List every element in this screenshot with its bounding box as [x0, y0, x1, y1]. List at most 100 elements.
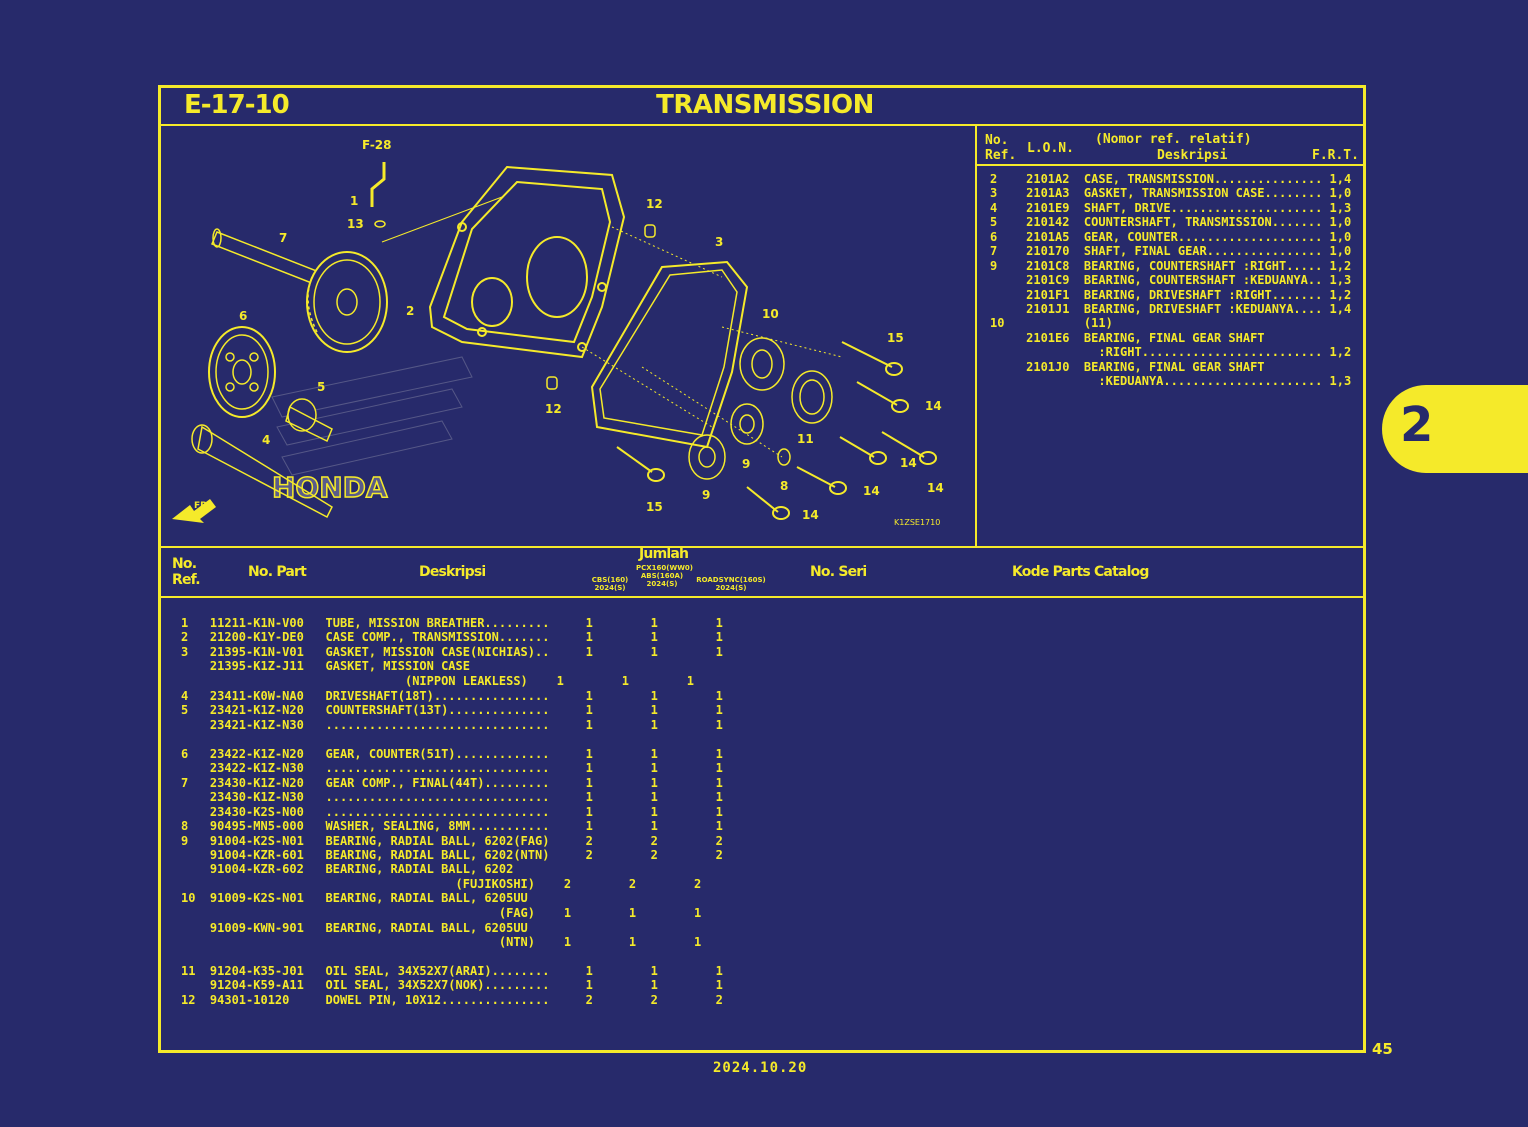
- lon-row: 2101E6 BEARING, FINAL GEAR SHAFT: [990, 331, 1265, 345]
- parts-header-part: No. Part: [248, 564, 307, 580]
- callout-11: 11: [797, 432, 814, 446]
- lon-row: 4 2101E9 SHAFT, DRIVE...................…: [990, 201, 1352, 215]
- table-row: (FAG) 1 1 1: [181, 906, 702, 920]
- parts-header-col1: CBS(160)2024(S): [591, 576, 629, 592]
- lon-row: 2101C9 BEARING, COUNTERSHAFT :KEDUANYA..…: [990, 273, 1352, 287]
- table-row: 9 91004-K2S-N01 BEARING, RADIAL BALL, 62…: [181, 834, 723, 848]
- callout-14e: 14: [802, 508, 819, 522]
- table-row: 8 90495-MN5-000 WASHER, SEALING, 8MM....…: [181, 819, 723, 833]
- parts-header-desc: Deskripsi: [419, 564, 486, 580]
- lon-row: 2101F1 BEARING, DRIVESHAFT :RIGHT.......…: [990, 288, 1352, 302]
- drive-shaft: [191, 424, 333, 519]
- callout-14: 14: [925, 399, 942, 413]
- fr-label: FR.: [194, 501, 211, 511]
- table-row: 5 23421-K1Z-N20 COUNTERSHAFT(13T).......…: [181, 703, 723, 717]
- lon-row: 2101J0 BEARING, FINAL GEAR SHAFT: [990, 360, 1265, 374]
- callout-12: 12: [646, 197, 663, 211]
- lon-row: 2 2101A2 CASE, TRANSMISSION.............…: [990, 172, 1352, 186]
- table-row: 91204-K59-A11 OIL SEAL, 34X52X7(NOK)....…: [181, 978, 723, 992]
- page-number: 45: [1372, 1040, 1393, 1058]
- page-title: TRANSMISSION: [656, 90, 874, 120]
- callout-9: 9: [742, 457, 750, 471]
- lon-header-frt: F.R.T.: [1312, 148, 1359, 163]
- callout-3: 3: [715, 235, 723, 249]
- callout-1: 1: [350, 194, 358, 208]
- table-row: 4 23411-K0W-NA0 DRIVESHAFT(18T).........…: [181, 689, 723, 703]
- parts-header-catalog: Kode Parts Catalog: [1012, 564, 1149, 580]
- parts-header-col2: PCX160(WW0)ABS(160A)2024(S): [636, 564, 693, 588]
- parts-header-jumlah: Jumlah: [639, 546, 689, 562]
- transmission-case: [428, 165, 626, 359]
- callout-5: 5: [317, 380, 325, 394]
- dowel-pin: [644, 224, 656, 238]
- table-row: 23421-K1Z-N30 ..........................…: [181, 718, 723, 732]
- table-row: 2 21200-K1Y-DE0 CASE COMP., TRANSMISSION…: [181, 630, 723, 644]
- lon-row: :RIGHT......................... 1,2: [990, 345, 1352, 359]
- callout-6: 6: [239, 309, 247, 323]
- table-row: 12 94301-10120 DOWEL PIN, 10X12.........…: [181, 993, 723, 1007]
- lon-header-no: No.Ref.: [985, 133, 1017, 163]
- breather-tube: [370, 162, 386, 207]
- table-row: 21395-K1Z-J11 GASKET, MISSION CASE: [181, 659, 470, 673]
- table-header-divider: [160, 596, 1366, 598]
- lon-row: 6 2101A5 GEAR, COUNTER..................…: [990, 230, 1352, 244]
- section-tab[interactable]: 2: [1382, 385, 1528, 473]
- final-gear-shaft: [211, 228, 388, 353]
- ref-f28-label: F-28: [362, 138, 392, 152]
- diagram-divider: [975, 124, 977, 547]
- table-row: (NIPPON LEAKLESS) 1 1 1: [181, 674, 694, 688]
- table-row: 23430-K1Z-N30 ..........................…: [181, 790, 723, 804]
- lon-row: 9 2101C8 BEARING, COUNTERSHAFT :RIGHT...…: [990, 259, 1352, 273]
- callout-13: 13: [347, 217, 364, 231]
- bolts: [616, 341, 937, 520]
- table-row: 91009-KWN-901 BEARING, RADIAL BALL, 6205…: [181, 921, 528, 935]
- parts-header-no: No.Ref.: [172, 556, 201, 588]
- exploded-diagram: HONDA: [172, 138, 944, 527]
- sealing-washer: [374, 220, 386, 228]
- callout-15b: 15: [646, 500, 663, 514]
- callout-14b: 14: [900, 456, 917, 470]
- table-row: 91004-KZR-601 BEARING, RADIAL BALL, 6202…: [181, 848, 723, 862]
- table-row: 10 91009-K2S-N01 BEARING, RADIAL BALL, 6…: [181, 891, 528, 905]
- table-row: (NTN) 1 1 1: [181, 935, 702, 949]
- parts-header-seri: No. Seri: [810, 564, 867, 580]
- section-tab-label: 2: [1400, 397, 1434, 453]
- table-row: 91004-KZR-602 BEARING, RADIAL BALL, 6202: [181, 862, 514, 876]
- table-row: 23422-K1Z-N30 ..........................…: [181, 761, 723, 775]
- dowel-pin: [546, 376, 558, 390]
- page-frame: [158, 85, 1366, 1053]
- callout-4: 4: [262, 433, 270, 447]
- callout-10: 10: [762, 307, 779, 321]
- lon-header-desc-note: (Nomor ref. relatif): [1095, 132, 1252, 147]
- lon-row: 5 210142 COUNTERSHAFT, TRANSMISSION.....…: [990, 215, 1352, 229]
- lon-row: 7 210170 SHAFT, FINAL GEAR..............…: [990, 244, 1352, 258]
- table-row: 1 11211-K1N-V00 TUBE, MISSION BREATHER..…: [181, 616, 723, 630]
- lon-header-divider: [977, 164, 1366, 166]
- lon-row: 3 2101A3 GASKET, TRANSMISSION CASE......…: [990, 186, 1352, 200]
- countershaft: [285, 398, 333, 443]
- lon-row: :KEDUANYA...................... 1,3: [990, 374, 1352, 388]
- oil-seal-11: [791, 370, 833, 424]
- print-date: 2024.10.20: [713, 1060, 808, 1076]
- table-row: (FUJIKOSHI) 2 2 2: [181, 877, 702, 891]
- callout-15: 15: [887, 331, 904, 345]
- table-row: 3 21395-K1N-V01 GASKET, MISSION CASE(NIC…: [181, 645, 723, 659]
- counter-gear: [208, 326, 276, 418]
- image-code: K1ZSE1710: [894, 518, 940, 527]
- lon-row: 2101J1 BEARING, DRIVESHAFT :KEDUANYA....…: [990, 302, 1352, 316]
- callout-8: 8: [780, 479, 788, 493]
- callout-14d: 14: [863, 484, 880, 498]
- table-row: 11 91204-K35-J01 OIL SEAL, 34X52X7(ARAI)…: [181, 964, 723, 978]
- parts-header-col3: ROADSYNC(160S)2024(S): [696, 576, 766, 592]
- page-code: E-17-10: [184, 90, 290, 120]
- sealing-washer-8: [777, 448, 791, 466]
- lon-row: 10 (11): [990, 316, 1113, 330]
- lon-header-lon: L.O.N.: [1027, 141, 1074, 156]
- lon-header-desc: Deskripsi: [1157, 148, 1228, 163]
- callout-7: 7: [279, 231, 287, 245]
- table-top-divider: [160, 546, 1366, 548]
- table-row: 7 23430-K1Z-N20 GEAR COMP., FINAL(44T)..…: [181, 776, 723, 790]
- title-divider: [160, 124, 1366, 126]
- bearing-9a: [730, 403, 764, 445]
- watermark-text: HONDA: [272, 471, 388, 504]
